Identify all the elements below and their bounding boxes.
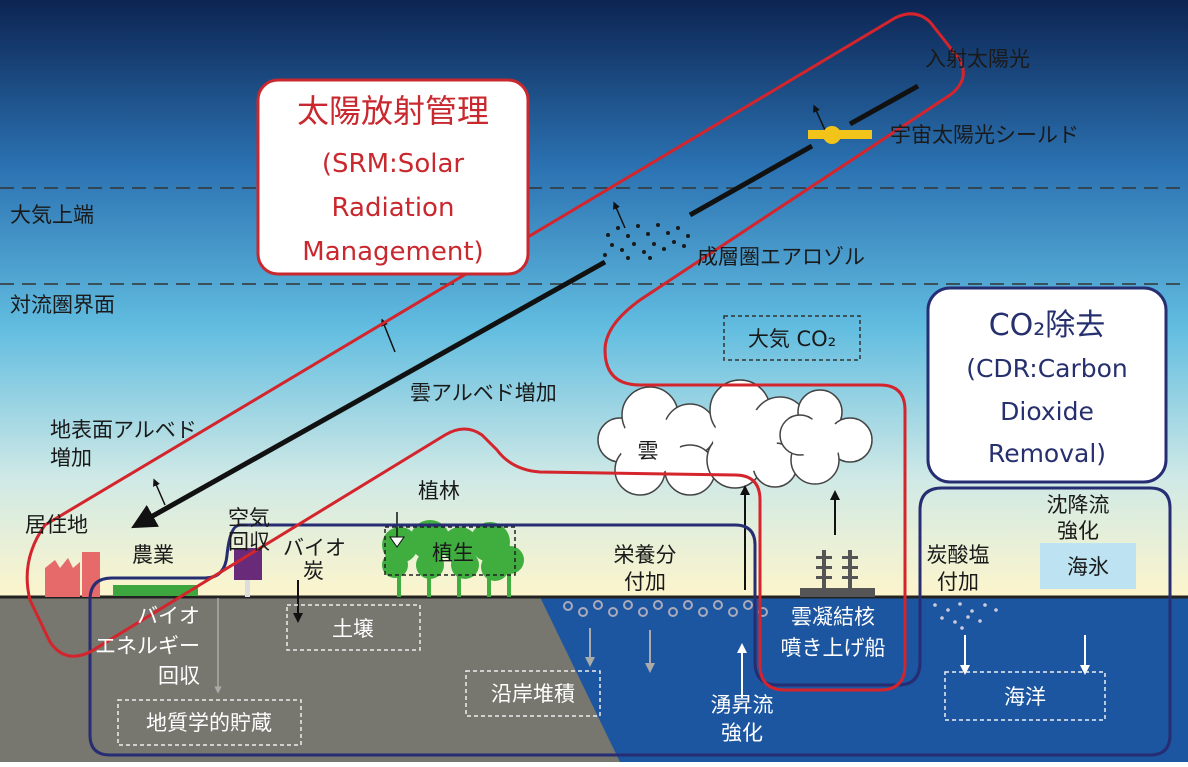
tropopause-label: 対流圏界面 [10,293,115,317]
cloud-label: 雲 [638,439,659,463]
incoming-sunlight-label: 入射太陽光 [925,47,1030,71]
space-shield-icon [808,126,872,144]
ccn-ship-label-2: 噴き上げ船 [781,636,886,660]
coastal-sediment-box [465,670,601,717]
nutrients-label: 栄養分 [614,543,677,567]
cdr-line-2: Dioxide [1000,397,1094,426]
geological-storage-label: 地質学的貯蔵 [146,711,272,735]
ccn-ship-label: 雲凝結核 [791,605,875,629]
ocean-box [944,671,1106,721]
reflection-arrows [153,104,826,506]
geological-storage-box [117,699,302,746]
space-shield-label: 宇宙太陽光シールド [890,123,1079,147]
top-of-atmosphere-label: 大気上端 [10,203,94,227]
settlement-label: 居住地 [25,513,88,537]
nutrients-label-2: 付加 [624,570,666,594]
soil-label: 土壌 [332,617,374,641]
cloud-albedo-label: 雲アルベド増加 [410,381,557,405]
srm-line-2: Radiation [332,193,455,223]
downwelling-label-2: 強化 [1057,519,1099,543]
beccs-label-2: エネルギー [95,634,200,658]
atmospheric-co2-label: 大気 CO₂ [748,327,836,351]
surface-albedo-label: 地表面アルベド [50,418,197,442]
srm-box [256,78,530,276]
vegetation-box [384,526,516,576]
aerosol-dots-icon [603,223,690,260]
carbonate-dots-icon [933,602,998,630]
srm-outline [25,12,965,692]
surface-albedo-label-2: 増加 [50,446,92,470]
air-capture-icon [234,548,262,597]
carbonate-label-2: 付加 [937,570,979,594]
cdr-line-1: (CDR:Carbon [966,354,1128,383]
sea-ice-box [1040,543,1136,589]
srm-line-3: Management) [302,237,483,267]
ship-icon [800,550,875,597]
upwelling-label-2: 強化 [721,721,763,745]
beccs-label-3: 回収 [158,664,200,688]
carbonate-label: 炭酸塩 [927,543,990,567]
cdr-box [926,286,1168,484]
coastal-sediment-label: 沿岸堆積 [491,682,575,706]
sea-ice-label: 海氷 [1067,555,1109,579]
beccs-label: バイオ [137,604,200,628]
stratospheric-aerosol-label: 成層圏エアロゾル [697,245,865,269]
ocean-label: 海洋 [1004,685,1046,709]
trees-icon [382,520,524,597]
farm-icon [113,585,198,596]
soil-box [286,604,421,651]
afforestation-label: 植林 [418,479,460,503]
vegetation-label: 植生 [432,541,474,565]
incoming-sunlight-beam [131,83,920,529]
air-capture-label-2: 回収 [228,530,270,554]
biochar-label: バイオ [283,536,346,560]
biochar-label-2: 炭 [303,559,324,583]
air-capture-label: 空気 [228,506,270,530]
agriculture-label: 農業 [132,543,174,567]
srm-title: 太陽放射管理 [297,92,489,130]
srm-line-1: (SRM:Solar [322,149,464,179]
upwelling-label: 湧昇流 [711,693,774,717]
cdr-line-3: Removal) [988,439,1106,468]
cdr-title: CO₂除去 [989,308,1106,343]
downwelling-label: 沈降流 [1047,493,1110,517]
atmospheric-co2-box [723,315,861,361]
